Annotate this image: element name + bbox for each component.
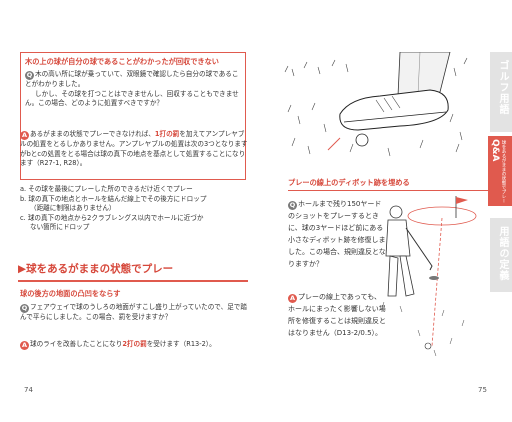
- tab-qa-active[interactable]: Q&A 球をあるがままの状態でプレー: [488, 136, 512, 206]
- triangle-icon: ▶: [18, 263, 27, 275]
- a-icon: A: [288, 294, 297, 303]
- a-icon: A: [20, 131, 29, 140]
- q-icon: Q: [20, 304, 29, 313]
- q-icon: Q: [25, 71, 34, 80]
- section-heading: ▶球をあるがままの状態でプレー: [18, 258, 248, 282]
- options-list: a. その球を最後にプレーした所のできるだけ近くでプレー b. 球の真下の地点と…: [20, 185, 248, 233]
- sub-heading: 球の後方の地面の凸凹をならす: [20, 289, 121, 298]
- shoe-illustration: [280, 52, 470, 162]
- list-item: ない箇所にドロップ: [30, 223, 90, 231]
- q-icon: Q: [288, 201, 297, 210]
- page-number-right: 75: [478, 386, 487, 394]
- tab-golf-terms[interactable]: ゴルフ用語: [490, 52, 512, 132]
- list-item: b. 球の真下の地点とホールを結んだ線上でその後方にドロップ: [20, 194, 207, 203]
- list-item: c. 球の真下の地点から2クラブレングス以内でホールに近づか: [20, 213, 204, 222]
- divider: [288, 190, 488, 191]
- sub-heading-right: プレーの線上のディボット跡を埋める: [288, 178, 410, 187]
- list-item: （距離に制限はありません）: [30, 204, 116, 212]
- page-number: 74: [24, 386, 33, 394]
- list-item: a. その球を最後にプレーした所のできるだけ近くでプレー: [20, 185, 193, 193]
- box-title: 木の上の球が自分の球であることがわかったが回収できない: [25, 57, 219, 66]
- tab-term-definitions[interactable]: 用語の定義: [490, 218, 512, 292]
- golfer-illustration: [381, 196, 477, 357]
- a-icon: A: [20, 341, 29, 350]
